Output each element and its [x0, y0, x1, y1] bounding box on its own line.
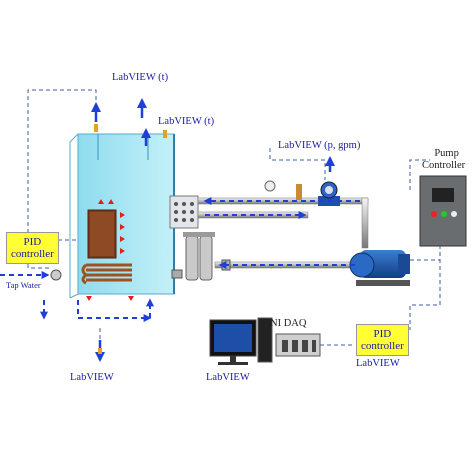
daq-icon — [275, 333, 321, 357]
controller-panel-icon — [419, 175, 467, 247]
pipes — [197, 197, 369, 269]
pid-controller-left: PID controller — [6, 232, 59, 264]
heat-exchanger-icon — [169, 195, 199, 229]
heater-element — [87, 209, 117, 259]
ni-daq-label: NI DAQ — [270, 318, 307, 329]
pid-right-line1: PID — [373, 328, 392, 340]
sensor-probes — [94, 124, 167, 354]
tap-water-label: Tap Water — [6, 280, 41, 290]
up-arrow-icon-2 — [141, 128, 335, 172]
pump-icon — [349, 250, 410, 286]
labview-flow-label: LabVIEW (p, gpm) — [278, 140, 361, 151]
coil-inlets — [86, 296, 134, 301]
pump-controller-line1: Pump — [434, 148, 459, 159]
pid-right-line2: controller — [361, 340, 404, 352]
labview-daq-label: LabVIEW — [206, 372, 250, 383]
labview-pid-label: LabVIEW — [356, 358, 400, 369]
pump-controller-label: Pump Controller — [422, 148, 465, 172]
labview-top-right-label: LabVIEW (t) — [158, 116, 215, 127]
heat-arrows — [98, 199, 125, 254]
up-arrow-icon — [91, 98, 147, 122]
filter-icon — [183, 232, 215, 281]
heating-coil — [81, 263, 132, 285]
labview-top-left-label: LabVIEW (t) — [112, 72, 169, 83]
pid-left-line1: PID — [23, 236, 42, 248]
labview-bottom-label: LabVIEW — [70, 372, 114, 383]
computer-icon — [209, 317, 273, 365]
pid-controller-right: PID controller — [356, 324, 409, 356]
flow-arrows — [0, 197, 360, 322]
pid-left-line2: controller — [11, 248, 54, 260]
pump-controller-line2: Controller — [422, 160, 466, 171]
